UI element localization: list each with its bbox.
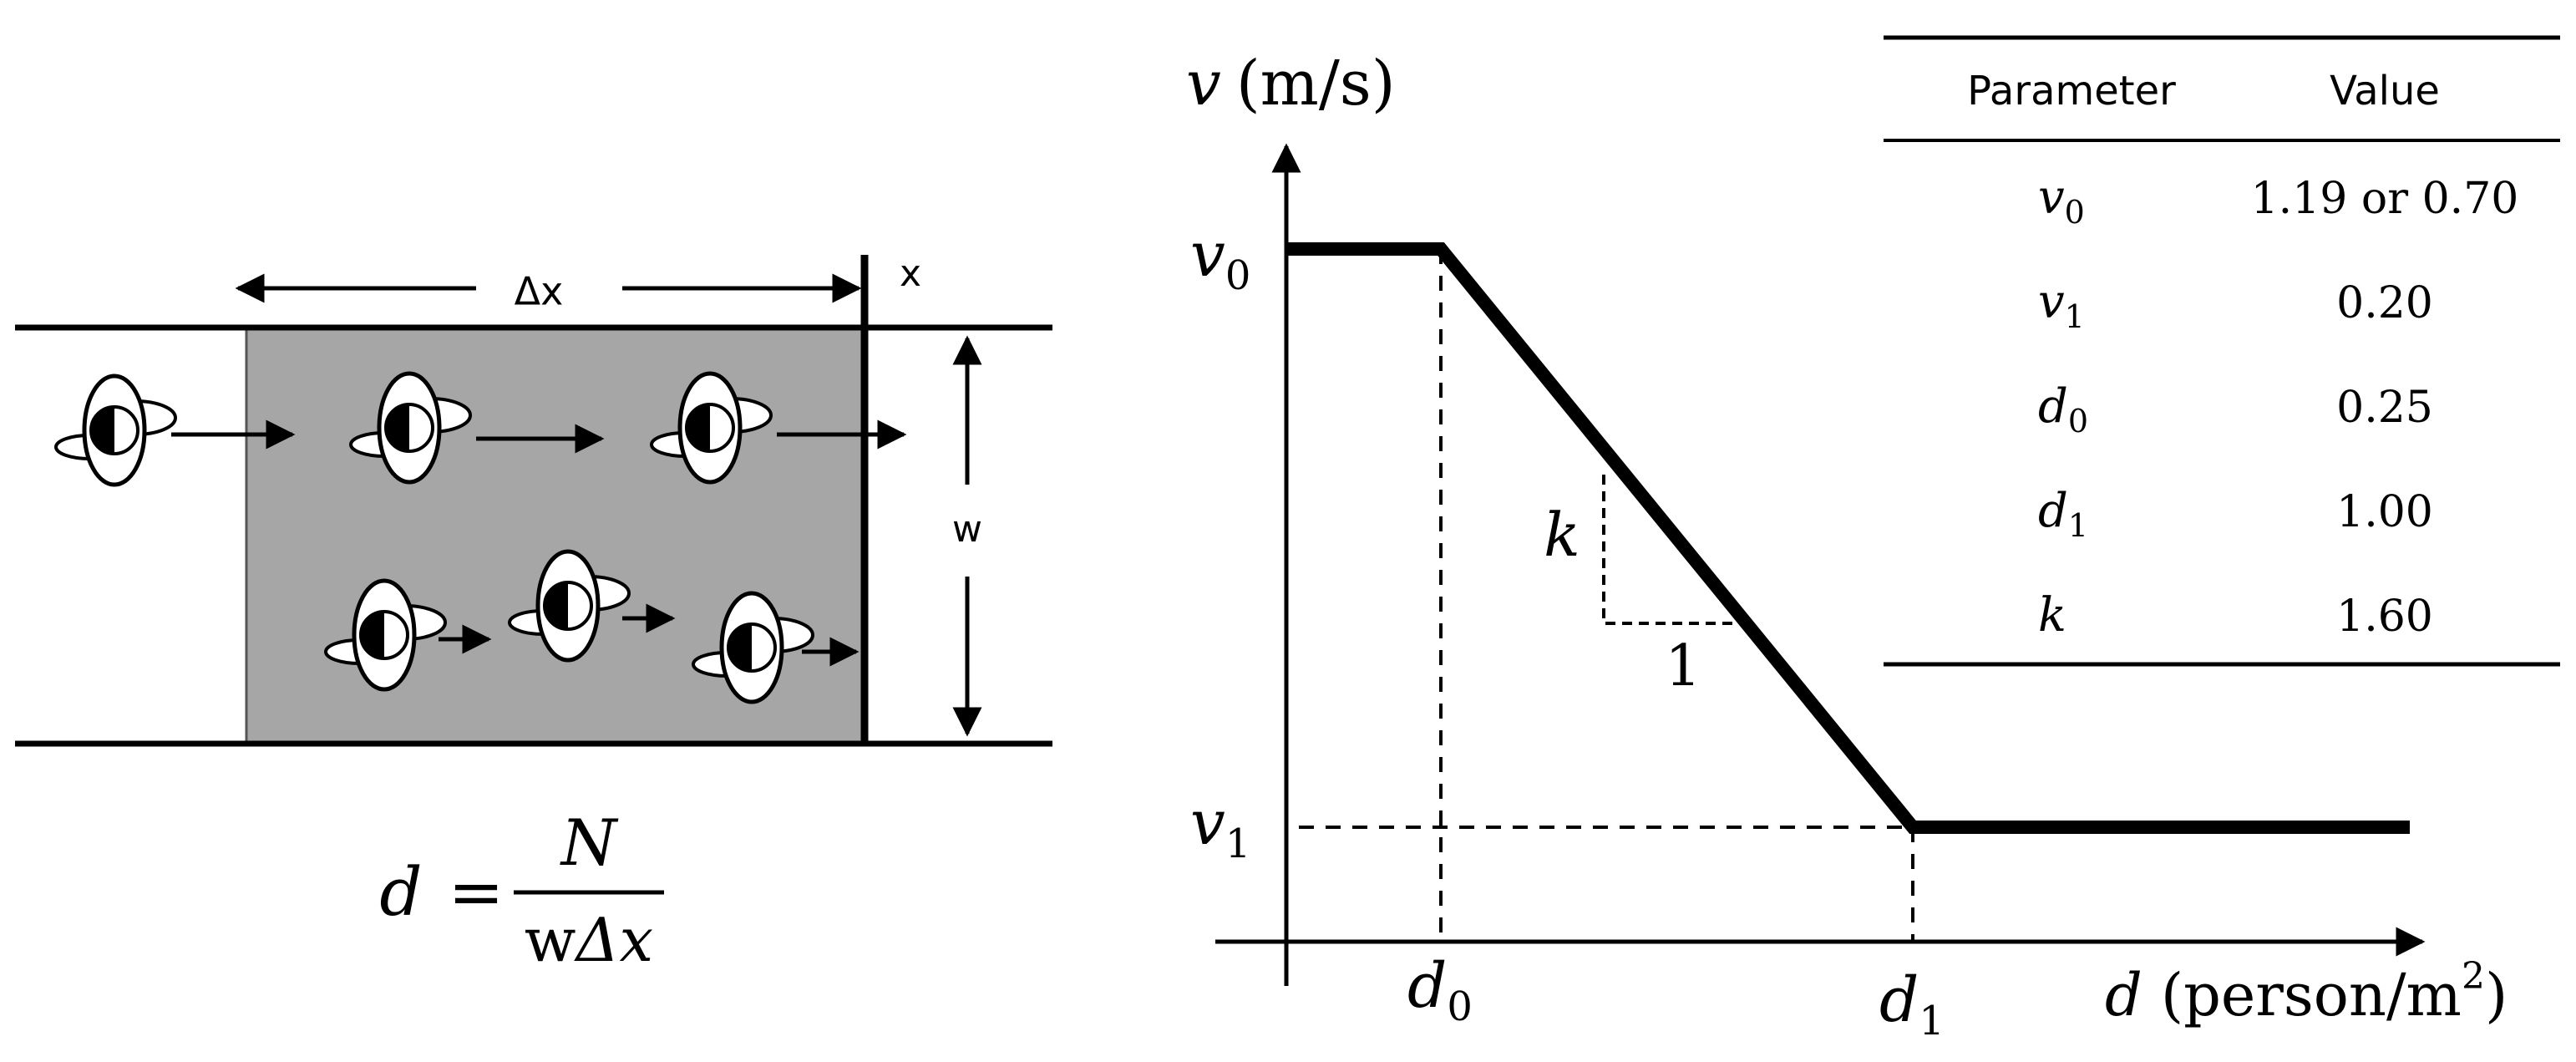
table-cell-value: 0.20 (2336, 278, 2433, 328)
y-axis-label-unit: (m/s) (1236, 48, 1396, 119)
table-cell-value: 1.60 (2336, 592, 2433, 642)
formula-numerator: N (560, 805, 619, 880)
table-cell-param-var: k (2038, 588, 2066, 643)
table-cell-param-sub: 0 (2068, 403, 2088, 440)
parameter-table: Parameter Value v0 1.19 or 0.70 v1 0.20 … (1884, 35, 2560, 667)
d1-tick-label-sub: 1 (1919, 998, 1945, 1044)
v0-tick-label: v0 (1190, 219, 1250, 299)
formula-lhs: d (379, 853, 422, 931)
v1-tick-label-var: v (1190, 787, 1225, 859)
d0-tick-label-sub: 0 (1447, 983, 1473, 1030)
table-header-parameter: Parameter (1967, 68, 2176, 114)
y-axis-label-var: v (1186, 48, 1221, 119)
x-axis-label-unit: (person/m (2161, 961, 2462, 1029)
density-formula: d = N wΔx (379, 805, 664, 975)
table-cell-param-sub: 1 (2065, 298, 2085, 335)
d1-tick-label-var: d (1879, 964, 1919, 1036)
slope-k-label: k (1544, 500, 1580, 570)
dx-label: Δx (515, 269, 564, 314)
table-row: k 1.60 (2038, 588, 2433, 643)
table-row: d0 0.25 (2038, 379, 2433, 440)
table-cell-param: v1 (2038, 275, 2085, 335)
slope-triangle (1602, 475, 1733, 625)
table-cell-param: v0 (2038, 170, 2085, 231)
formula-denominator-dx: Δx (574, 905, 654, 975)
corridor-diagram: Δx x w (15, 252, 1052, 747)
pedestrian-icon (56, 376, 175, 485)
v1-tick-label-sub: 1 (1225, 821, 1251, 867)
slope-run-label: 1 (1665, 633, 1701, 699)
table-cell-param: d1 (2038, 484, 2088, 544)
table-cell-value: 0.25 (2336, 383, 2433, 433)
table-row: d1 1.00 (2038, 484, 2433, 544)
speed-density-curve (1286, 242, 2410, 834)
table-cell-param-var: v (2038, 275, 2065, 329)
v1-tick-label: v1 (1190, 787, 1250, 867)
d1-tick-label: d1 (1879, 964, 1945, 1044)
speed-density-graph: v(m/s) d(person/m2) k 1 v0 v1 d0 d1 (1186, 48, 2508, 1044)
y-axis-label: v(m/s) (1186, 48, 1396, 119)
table-cell-param: d0 (2038, 379, 2088, 440)
x-axis-label-close: ) (2485, 961, 2508, 1029)
table-cell-param-var: v (2038, 170, 2065, 225)
d0-tick-label: d0 (1407, 950, 1473, 1030)
table-row: v1 0.20 (2038, 275, 2433, 335)
table-row: v0 1.19 or 0.70 (2038, 170, 2518, 231)
table-cell-param-sub: 1 (2068, 507, 2088, 544)
w-label: w (952, 508, 982, 551)
x-axis-label-var: d (2105, 961, 2142, 1029)
formula-equals: = (448, 853, 504, 931)
v0-tick-label-var: v (1190, 219, 1225, 291)
table-cell-param-var: d (2038, 379, 2068, 434)
formula-denominator: wΔx (525, 905, 653, 975)
x-axis-label-sup: 2 (2462, 955, 2485, 998)
table-cell-param-sub: 0 (2065, 194, 2085, 231)
table-cell-param-var: d (2038, 484, 2068, 538)
formula-denominator-w: w (525, 905, 576, 975)
table-cell-value: 1.00 (2336, 487, 2433, 537)
x-axis-label: d (person/m2) (2105, 955, 2508, 1029)
table-header-value: Value (2330, 68, 2440, 114)
d0-tick-label-var: d (1407, 950, 1447, 1022)
table-cell-param: k (2038, 588, 2066, 643)
x-label: x (900, 252, 921, 295)
table-cell-value: 1.19 or 0.70 (2251, 174, 2519, 224)
v0-tick-label-sub: 0 (1225, 252, 1251, 299)
